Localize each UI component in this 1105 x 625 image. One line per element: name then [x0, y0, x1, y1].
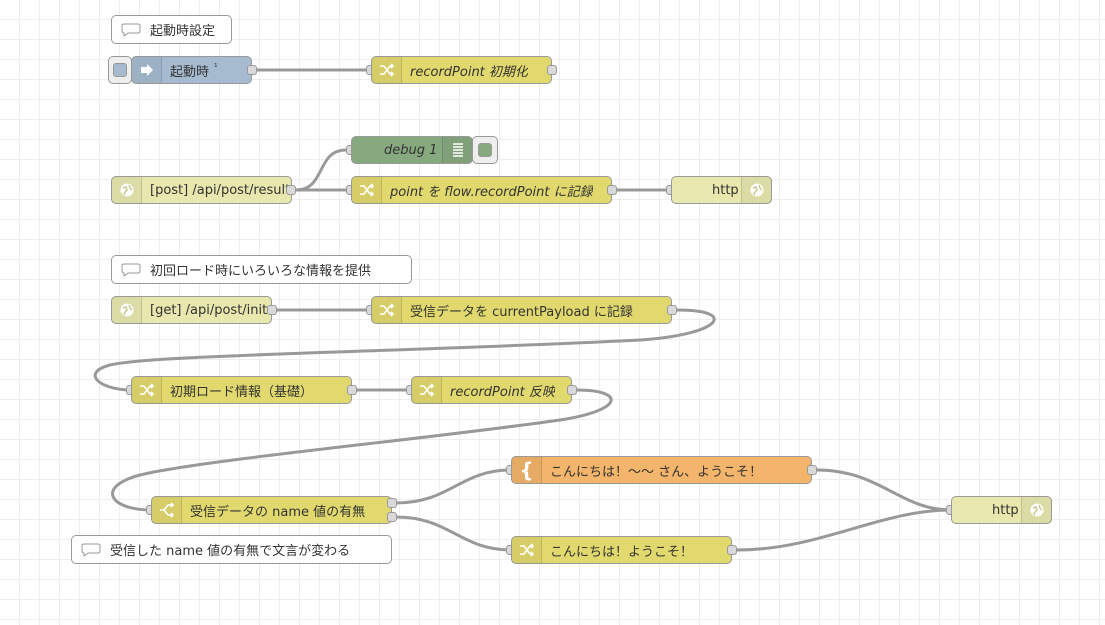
output-port[interactable] — [667, 305, 677, 315]
node-label: こんにちは！ようこそ！ — [550, 544, 694, 560]
change-node-init-info[interactable]: 初期ロード情報（基礎） — [131, 376, 352, 404]
node-label: 受信データを currentPayload に記録 — [410, 304, 633, 320]
shuffle-icon — [412, 377, 442, 403]
list-icon — [442, 137, 472, 163]
globe-icon — [1021, 497, 1051, 523]
output-port[interactable] — [347, 385, 357, 395]
node-label: point を flow.recordPoint に記録 — [390, 184, 593, 200]
output-port[interactable] — [807, 465, 817, 475]
http-response-node[interactable]: http — [671, 176, 772, 204]
debug-toggle-button[interactable] — [472, 136, 498, 164]
change-node-point[interactable]: point を flow.recordPoint に記録 — [351, 176, 612, 204]
switch-icon — [152, 497, 182, 523]
output-port[interactable] — [727, 545, 737, 555]
wire[interactable] — [736, 508, 952, 552]
change-node-hello[interactable]: こんにちは！ようこそ！ — [511, 536, 732, 564]
comment-label: 初回ロード時にいろいろな情報を提供 — [150, 264, 372, 279]
wire[interactable] — [395, 468, 512, 505]
output-port[interactable] — [607, 185, 617, 195]
comment-bubble-icon — [120, 263, 142, 277]
change-node-reflect[interactable]: recordPoint 反映 — [411, 376, 572, 404]
node-label: recordPoint 反映 — [450, 384, 555, 400]
wire[interactable] — [395, 515, 512, 552]
wire[interactable] — [93, 308, 716, 392]
node-label: http — [992, 502, 1019, 518]
node-label: recordPoint 初期化 — [410, 64, 528, 80]
node-label: [get] /api/post/init — [150, 302, 268, 318]
inject-node[interactable]: 起動時 ¹ — [131, 56, 252, 84]
comment-name-note[interactable]: 受信した name 値の有無で文言が変わる — [71, 535, 392, 564]
wire[interactable] — [295, 148, 347, 192]
template-node-hello[interactable]: { こんにちは！～～ さん、ようこそ！ — [511, 456, 812, 484]
comment-label: 起動時設定 — [150, 24, 216, 39]
node-label: 起動時 — [170, 64, 210, 80]
globe-icon — [741, 177, 771, 203]
output-port[interactable] — [247, 65, 257, 75]
output-port[interactable] — [547, 65, 557, 75]
wire[interactable] — [816, 468, 952, 512]
shuffle-icon — [132, 377, 162, 403]
node-label: http — [712, 182, 739, 198]
output-port-2[interactable] — [387, 512, 397, 522]
globe-icon — [112, 177, 142, 203]
switch-node-name[interactable]: 受信データの name 値の有無 — [151, 496, 392, 524]
node-label: debug 1 — [384, 142, 438, 158]
shuffle-icon — [372, 297, 402, 323]
node-label: 受信データの name 値の有無 — [190, 504, 366, 520]
output-port[interactable] — [286, 185, 296, 195]
repeat-badge: ¹ — [214, 63, 218, 74]
node-label: 初期ロード情報（基礎） — [170, 384, 314, 400]
arrow-right-icon — [132, 57, 162, 83]
http-response-node[interactable]: http — [951, 496, 1052, 524]
node-label: こんにちは！～～ さん、ようこそ！ — [550, 464, 763, 480]
wire[interactable] — [111, 388, 613, 512]
comment-bubble-icon — [80, 543, 102, 557]
shuffle-icon — [512, 537, 542, 563]
output-port[interactable] — [567, 385, 577, 395]
shuffle-icon — [372, 57, 402, 83]
change-node-payload[interactable]: 受信データを currentPayload に記録 — [371, 296, 672, 324]
shuffle-icon — [352, 177, 382, 203]
node-label: [post] /api/post/result — [150, 182, 291, 198]
http-in-get-node[interactable]: [get] /api/post/init — [111, 296, 272, 324]
inject-trigger-button[interactable] — [108, 56, 132, 84]
debug-node[interactable]: debug 1 — [351, 136, 473, 164]
globe-icon — [112, 297, 142, 323]
output-port[interactable] — [267, 305, 277, 315]
http-in-post-node[interactable]: [post] /api/post/result — [111, 176, 292, 204]
comment-bubble-icon — [120, 23, 142, 37]
comment-startup[interactable]: 起動時設定 — [111, 15, 232, 44]
change-node-record-init[interactable]: recordPoint 初期化 — [371, 56, 552, 84]
brace-icon: { — [512, 457, 542, 483]
output-port-1[interactable] — [387, 498, 397, 508]
comment-init-info[interactable]: 初回ロード時にいろいろな情報を提供 — [111, 255, 412, 284]
comment-label: 受信した name 値の有無で文言が変わる — [110, 544, 351, 559]
